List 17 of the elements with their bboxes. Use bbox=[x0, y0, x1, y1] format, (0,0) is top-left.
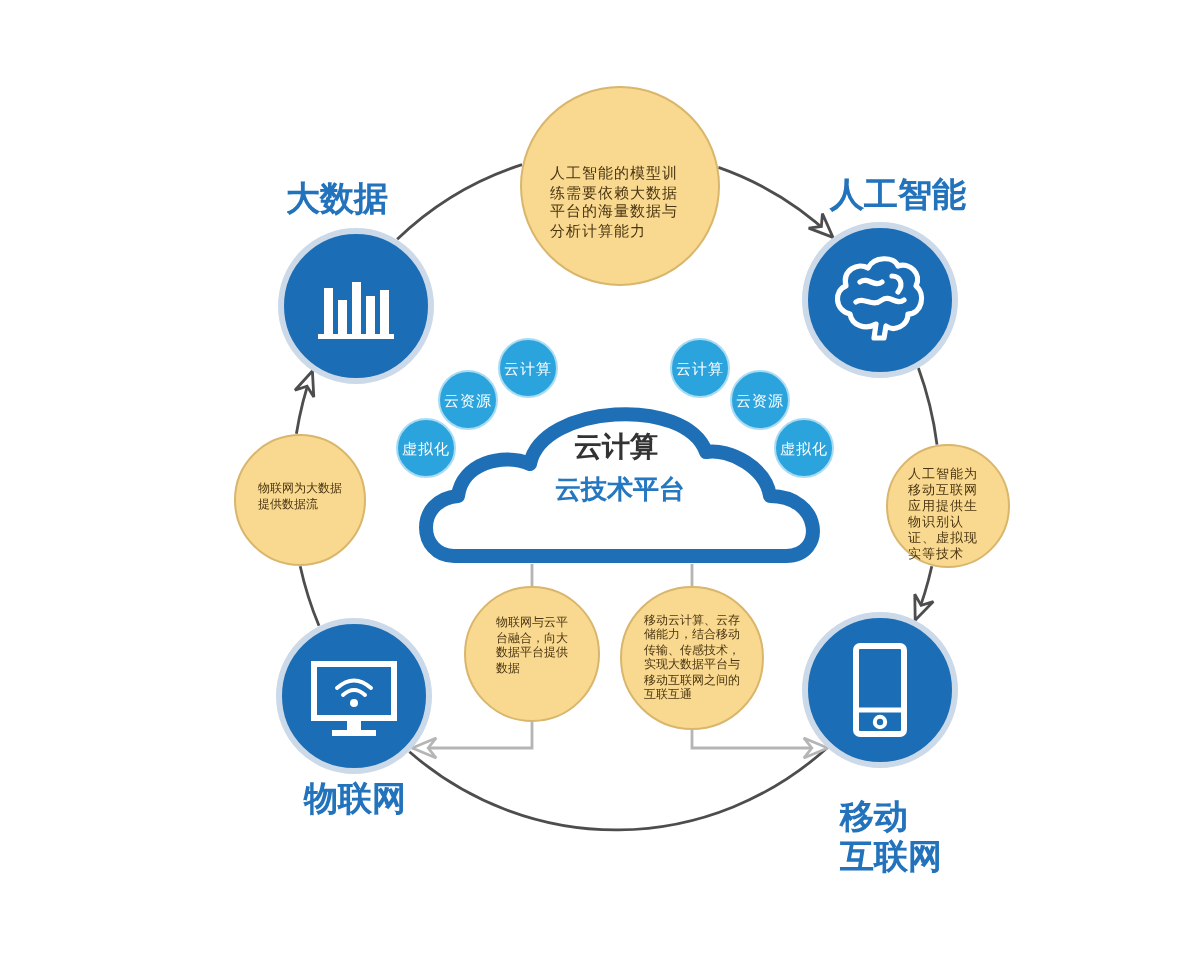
node-label: 物联网 bbox=[304, 780, 406, 820]
cloud-title: 云计算 bbox=[574, 432, 658, 466]
node-label: 移动互联网 bbox=[840, 798, 944, 878]
arrow bbox=[912, 565, 935, 622]
arrow bbox=[294, 369, 316, 435]
connector-line bbox=[396, 163, 523, 241]
connector-line bbox=[408, 746, 828, 831]
node-label: 大数据 bbox=[286, 180, 388, 220]
cloud-subtitle: 云技术平台 bbox=[555, 476, 685, 508]
connector-line bbox=[298, 565, 321, 627]
connector-line bbox=[690, 564, 694, 586]
arrow bbox=[690, 730, 830, 760]
node-label: 人工智能 bbox=[830, 176, 966, 216]
arrow bbox=[717, 166, 835, 239]
arrow bbox=[410, 722, 534, 760]
connector-line bbox=[917, 367, 939, 445]
connector-line bbox=[530, 564, 534, 586]
